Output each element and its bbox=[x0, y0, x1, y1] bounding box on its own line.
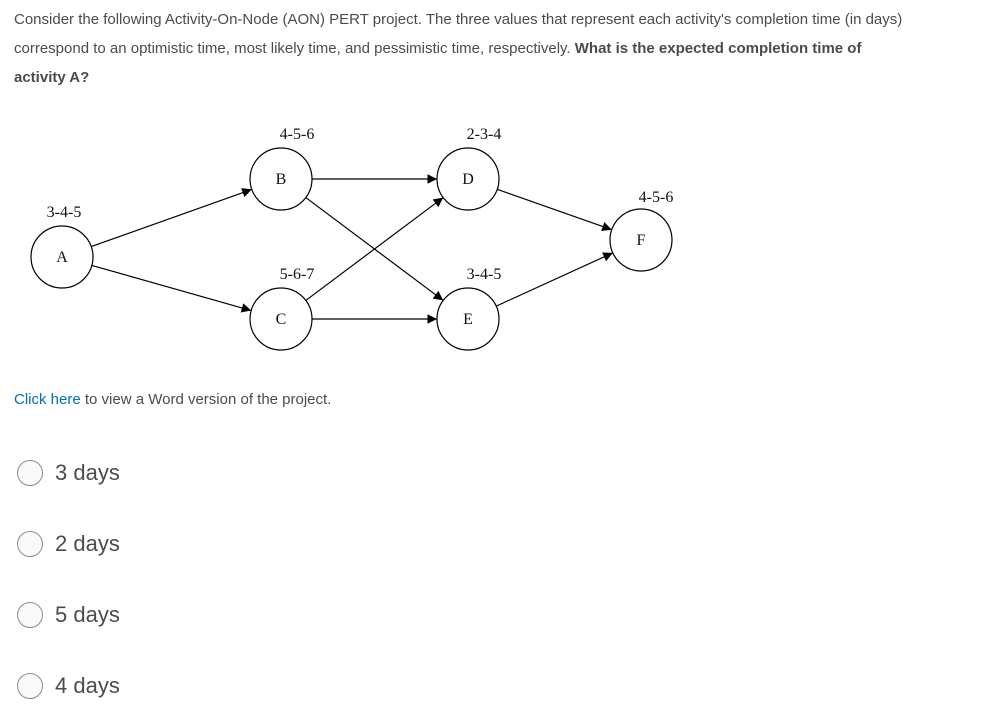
aon-pert-diagram: A3-4-5B4-5-6C5-6-7D2-3-4E3-4-5F4-5-6 bbox=[30, 126, 674, 351]
question-ask: What is the expected completion time of … bbox=[14, 40, 862, 86]
answer-option-label: 3 days bbox=[55, 460, 120, 485]
radio-button[interactable] bbox=[17, 460, 43, 486]
node-label: C bbox=[276, 311, 287, 328]
node-d: D 2-3-4 bbox=[436, 126, 502, 211]
node-time-estimates: 4-5-6 bbox=[280, 126, 315, 143]
question-text: Consider the following Activity-On-Node … bbox=[14, 5, 914, 92]
edge-a-b bbox=[91, 188, 252, 248]
edge-e-f bbox=[495, 252, 614, 307]
node-a: A 3-4-5 bbox=[30, 204, 94, 289]
radio-button[interactable] bbox=[17, 673, 43, 699]
node-time-estimates: 5-6-7 bbox=[280, 266, 315, 283]
answer-option-1[interactable]: 3 days bbox=[17, 456, 120, 490]
answer-option-4[interactable]: 4 days bbox=[17, 669, 120, 703]
node-label: E bbox=[463, 311, 473, 328]
node-label: F bbox=[637, 232, 646, 249]
node-time-estimates: 2-3-4 bbox=[467, 126, 502, 143]
word-version-line: Click here to view a Word version of the… bbox=[14, 389, 331, 411]
node-time-estimates: 3-4-5 bbox=[467, 266, 502, 283]
answer-option-label: 5 days bbox=[55, 602, 120, 627]
answer-option-label: 4 days bbox=[55, 673, 120, 698]
node-label: A bbox=[56, 249, 68, 266]
node-e: E 3-4-5 bbox=[436, 266, 502, 351]
node-circle bbox=[436, 147, 500, 211]
node-label: B bbox=[276, 171, 287, 188]
word-version-link[interactable]: Click here bbox=[14, 391, 81, 408]
edge-d-f bbox=[497, 188, 612, 232]
word-version-text: to view a Word version of the project. bbox=[80, 391, 332, 408]
answer-option-3[interactable]: 5 days bbox=[17, 598, 120, 632]
node-f: F 4-5-6 bbox=[609, 189, 674, 272]
edge-c-d bbox=[305, 197, 444, 301]
node-circle bbox=[30, 225, 94, 289]
node-circle bbox=[436, 287, 500, 351]
node-label: D bbox=[462, 171, 474, 188]
node-time-estimates: 4-5-6 bbox=[639, 189, 674, 206]
node-circle bbox=[249, 287, 313, 351]
answer-option-label: 2 days bbox=[55, 531, 120, 556]
edge-a-c bbox=[91, 264, 252, 313]
radio-button[interactable] bbox=[17, 602, 43, 628]
node-c: C 5-6-7 bbox=[249, 266, 315, 351]
node-circle bbox=[249, 147, 313, 211]
diagram-nodes: A3-4-5B4-5-6C5-6-7D2-3-4E3-4-5F4-5-6 bbox=[30, 126, 674, 351]
question-prompt: Consider the following Activity-On-Node … bbox=[14, 11, 903, 57]
node-time-estimates: 3-4-5 bbox=[47, 204, 82, 221]
diagram-edges bbox=[91, 174, 614, 324]
node-b: B 4-5-6 bbox=[249, 126, 315, 211]
node-circle bbox=[609, 208, 673, 272]
radio-button[interactable] bbox=[17, 531, 43, 557]
answer-option-2[interactable]: 2 days bbox=[17, 527, 120, 561]
